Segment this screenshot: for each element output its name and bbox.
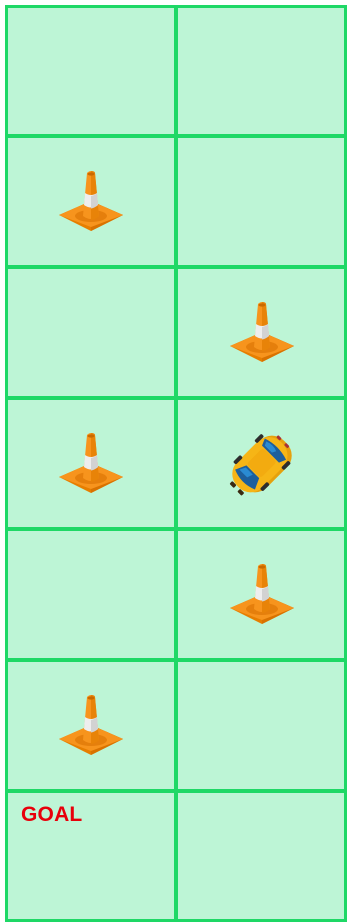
grid-cell[interactable]	[176, 136, 347, 267]
grid-cell[interactable]	[176, 5, 347, 136]
grid-cell[interactable]	[176, 660, 347, 791]
grid-cell[interactable]	[176, 267, 347, 398]
traffic-cone-icon	[227, 560, 297, 630]
grid-cell[interactable]	[5, 267, 176, 398]
grid-cell[interactable]	[5, 136, 176, 267]
goal-label: GOAL	[21, 803, 82, 827]
traffic-cone-icon	[56, 691, 126, 761]
traffic-cone-icon	[56, 167, 126, 237]
grid-cell[interactable]	[176, 529, 347, 660]
grid-cell[interactable]	[5, 660, 176, 791]
car-icon	[217, 419, 307, 509]
grid-cell[interactable]	[5, 529, 176, 660]
traffic-cone-icon	[227, 298, 297, 368]
traffic-cone-icon	[56, 429, 126, 499]
game-board: GOAL	[5, 5, 347, 924]
grid-cell[interactable]	[5, 5, 176, 136]
grid-cell[interactable]	[176, 791, 347, 922]
grid-cell[interactable]	[176, 398, 347, 529]
grid-cell[interactable]: GOAL	[5, 791, 176, 922]
grid-cell[interactable]	[5, 398, 176, 529]
